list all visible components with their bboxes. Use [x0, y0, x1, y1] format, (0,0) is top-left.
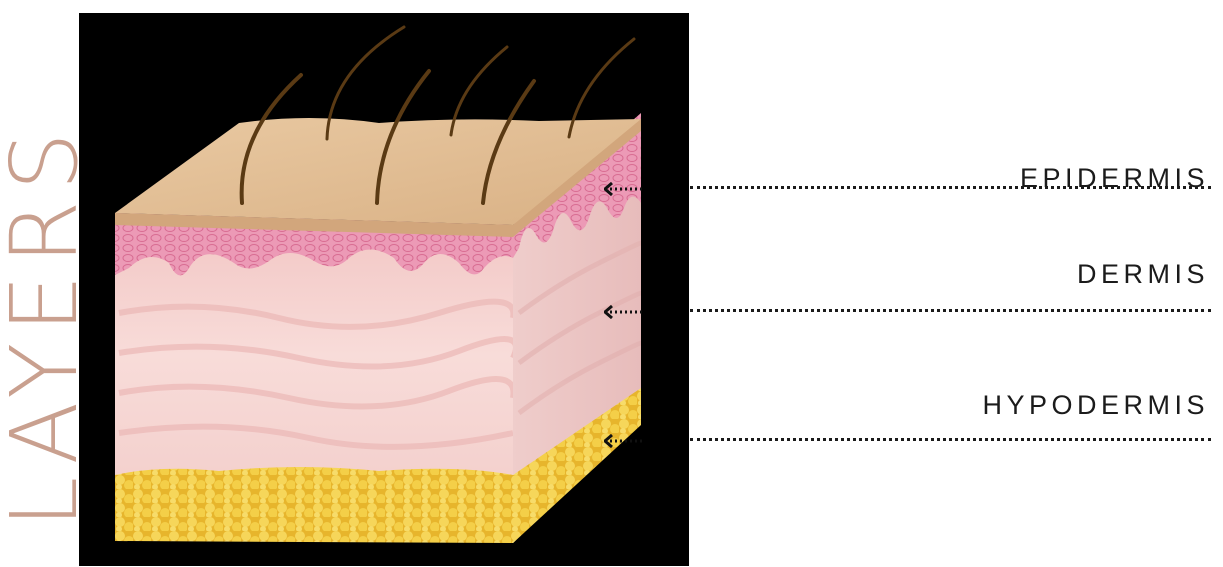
- leader-line-hypodermis: [690, 438, 1211, 441]
- title-text: LAYERS: [2, 122, 82, 528]
- arrow-left-icon: [604, 434, 644, 448]
- layer-label-hypodermis: HYPODERMIS: [982, 390, 1209, 421]
- leader-line-dermis: [690, 309, 1211, 312]
- layer-label-dermis: DERMIS: [1077, 259, 1209, 290]
- arrow-left-icon: [604, 305, 644, 319]
- vertical-title: LAYERS: [2, 0, 82, 567]
- skin-diagram-image: [79, 13, 689, 566]
- layer-label-epidermis: EPIDERMIS: [1020, 163, 1209, 194]
- arrow-left-icon: [604, 182, 644, 196]
- leader-line-epidermis: [690, 186, 1211, 189]
- hypodermis-front: [115, 467, 513, 543]
